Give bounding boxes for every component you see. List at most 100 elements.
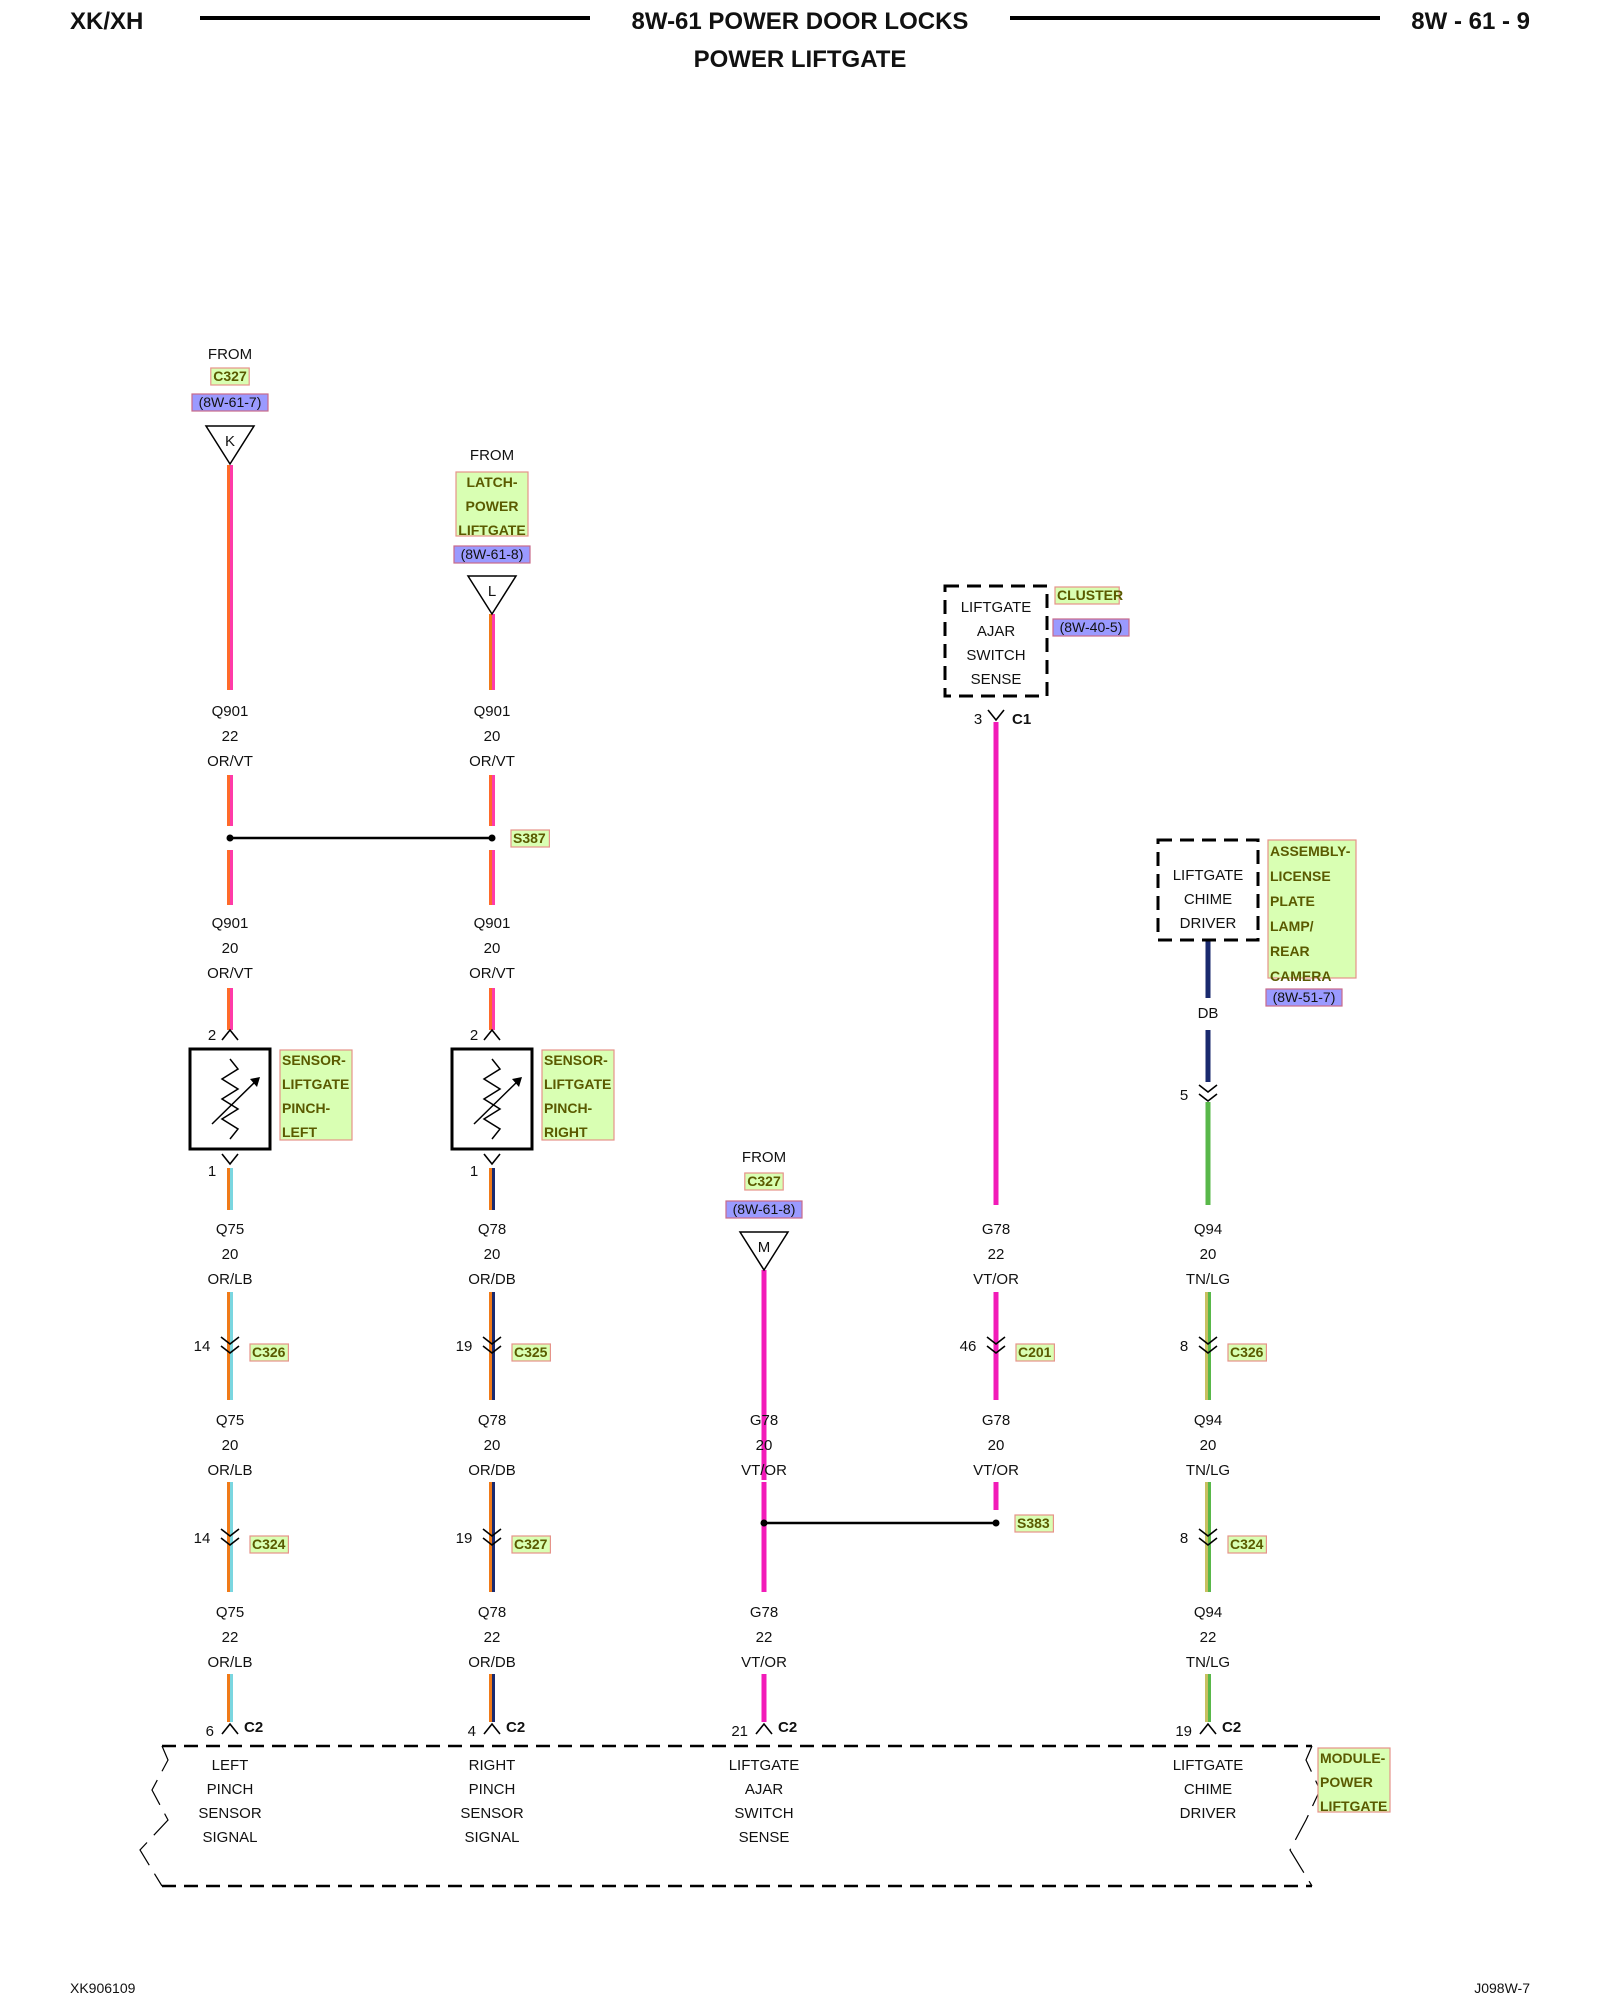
sensor-left-arrow <box>211 1078 259 1125</box>
from-l-label: FROM <box>470 447 514 464</box>
chime-box <box>1156 838 1260 942</box>
conn-a2-name: C324 <box>252 1536 286 1552</box>
conn-a1-name: C326 <box>252 1344 286 1360</box>
wire-e4-label: Q94 <box>1194 1412 1222 1429</box>
conn-b1-sym <box>482 1345 502 1355</box>
cluster-box-text: LIFTGATE <box>961 599 1032 616</box>
from-m-triangle <box>738 1231 790 1272</box>
splice-s383-label-bg <box>1014 1514 1055 1533</box>
module-pin-cap-2 <box>755 1722 773 1735</box>
module-pin-cap-1 <box>483 1722 501 1735</box>
from-m-page-link: (8W-61-8) <box>733 1201 796 1217</box>
conn-e1-name-bg <box>1227 1343 1268 1362</box>
wire-a5-label: Q75 <box>216 1604 244 1621</box>
splice-s387-label-bg <box>510 829 551 848</box>
conn-e1-sym <box>1198 1336 1218 1346</box>
from-l-comp: POWER <box>466 498 519 514</box>
wire-c5-label: VT/OR <box>741 1654 787 1671</box>
page-number: 8W - 61 - 9 <box>1411 8 1530 35</box>
from-k-page-link: (8W-61-7) <box>199 394 262 410</box>
wire-d3-label: VT/OR <box>973 1271 1019 1288</box>
chime-pin-conn <box>1198 1084 1218 1094</box>
conn-a2-sym <box>220 1528 240 1538</box>
conn-b2-sym <box>482 1537 502 1547</box>
from-l-comp: LIFTGATE <box>458 522 525 538</box>
from-k-triangle <box>204 425 256 466</box>
wire-a1-label: OR/VT <box>207 753 253 770</box>
chime-name: PLATE <box>1270 893 1315 909</box>
wire-b4-label: OR/DB <box>468 1462 516 1479</box>
sensor-right-arrow <box>473 1078 521 1125</box>
module-pin-1: 4 <box>468 1723 476 1740</box>
wire-b4-label: Q78 <box>478 1412 506 1429</box>
sensor-left-pin-bot: 1 <box>208 1163 216 1180</box>
chime-pin-conn <box>1198 1093 1218 1103</box>
from-m-label: FROM <box>742 1149 786 1166</box>
cluster-conn: C1 <box>1012 711 1031 728</box>
conn-d1-pin: 46 <box>960 1338 977 1355</box>
sensor-right-pin-cap <box>483 1028 501 1041</box>
conn-e1-name: C326 <box>1230 1344 1264 1360</box>
conn-d1-sym <box>986 1345 1006 1355</box>
wire-e5-label: 22 <box>1200 1629 1217 1646</box>
cluster-box-text: SENSE <box>971 671 1022 688</box>
conn-a2-pin: 14 <box>194 1530 211 1547</box>
sensor-right <box>450 1047 534 1151</box>
module-name: MODULE- <box>1320 1750 1386 1766</box>
chime-page-link: (8W-51-7) <box>1273 989 1336 1005</box>
sensor-right-label-bg <box>541 1049 615 1141</box>
header-rule-right <box>1010 16 1380 20</box>
module-box-left-break <box>139 1745 169 1887</box>
labels-layer: FROMC327(8W-61-7)KQ90122OR/VTFROMLATCH-P… <box>191 346 1391 1846</box>
wire-a4-label: OR/LB <box>207 1462 252 1479</box>
splice-dot-b <box>488 834 496 842</box>
conn-b2-name-bg <box>511 1535 552 1554</box>
wire-b2-label: OR/VT <box>469 965 515 982</box>
conn-e1-pin: 8 <box>1180 1338 1188 1355</box>
sensor-right-label: RIGHT <box>544 1124 588 1140</box>
chime-pin: 5 <box>1180 1087 1188 1104</box>
module-left-pinch: SIGNAL <box>202 1829 257 1846</box>
module-pin-3: 19 <box>1175 1723 1192 1740</box>
wire-e4-label: 20 <box>1200 1437 1217 1454</box>
sensor-left-label-bg <box>279 1049 353 1141</box>
footer-ref: J098W-7 <box>1474 1980 1530 1996</box>
sensor-left-resistor <box>220 1058 240 1140</box>
cluster-name: CLUSTER <box>1057 587 1123 603</box>
cluster-page-link-bg <box>1052 618 1130 637</box>
conn-a1-name-bg <box>249 1343 290 1362</box>
from-l-page-link: (8W-61-8) <box>461 546 524 562</box>
conn-e1-sym <box>1198 1345 1218 1355</box>
module-right-pinch: SIGNAL <box>464 1829 519 1846</box>
module-name-bg <box>1317 1747 1391 1813</box>
from-m-conn-bg <box>744 1172 784 1191</box>
cluster-pin: 3 <box>974 711 982 728</box>
from-k-conn-bg <box>210 367 250 386</box>
chime-wire-color: DB <box>1198 1005 1219 1022</box>
from-k-page-link-bg <box>191 393 269 412</box>
wire-e3-label: TN/LG <box>1186 1271 1230 1288</box>
module-box-right-break <box>1289 1745 1321 1887</box>
from-m-triangle-tag: M <box>758 1239 771 1256</box>
header-model: XK/XH <box>70 8 144 35</box>
wire-c4-label: 20 <box>756 1437 773 1454</box>
module-right-pinch: SENSOR <box>460 1805 524 1822</box>
wire-b5-label: 22 <box>484 1629 501 1646</box>
chime-name: LAMP/ <box>1270 918 1314 934</box>
chime-name: LICENSE <box>1270 868 1331 884</box>
sensor-left-label: SENSOR- <box>282 1052 346 1068</box>
chime-name-bg <box>1267 839 1357 979</box>
wire-b1-label: 20 <box>484 728 501 745</box>
wire-a2-label: OR/VT <box>207 965 253 982</box>
splice-s383-dot-b <box>992 1519 1000 1527</box>
wire-e5-label: Q94 <box>1194 1604 1222 1621</box>
conn-a2-name-bg <box>249 1535 290 1554</box>
wire-b2-label: 20 <box>484 940 501 957</box>
from-k-conn: C327 <box>213 368 247 384</box>
sensor-right-pin-top: 2 <box>470 1027 478 1044</box>
module-ajar: AJAR <box>745 1781 784 1798</box>
from-l-triangle <box>466 575 518 616</box>
conn-b1-name: C325 <box>514 1344 548 1360</box>
wire-b5-label: OR/DB <box>468 1654 516 1671</box>
conn-a1-sym <box>220 1336 240 1346</box>
